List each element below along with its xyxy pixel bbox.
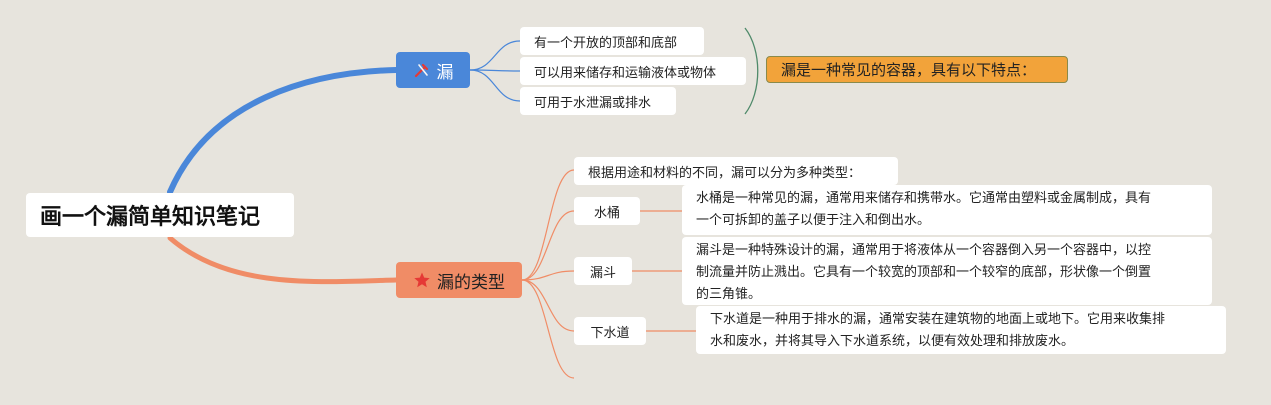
link-root-branch2 — [167, 235, 399, 285]
link-root-branch1 — [167, 67, 399, 195]
branch-title: 漏 — [436, 62, 454, 83]
branch-node-types[interactable]: 漏的类型 — [396, 262, 522, 298]
type-label: 漏斗 — [589, 265, 616, 281]
tools-icon — [414, 63, 428, 78]
type-label: 水桶 — [593, 205, 620, 221]
branch2-child-links — [521, 169, 696, 379]
intro-label: 根据用途和材料的不同，漏可以分为多种类型： — [588, 165, 862, 181]
branch1-leaf-links — [469, 40, 521, 102]
type-label: 下水道 — [590, 325, 630, 341]
leaf-label: 可用于水泄漏或排水 — [534, 95, 652, 111]
desc-line: 下水道是一种用于排水的漏，通常安装在建筑物的地面上或地下。它用来收集排 — [710, 312, 1166, 327]
branch-node-lou[interactable]: 漏 — [396, 52, 470, 88]
root-title: 画一个漏简单知识笔记 — [40, 205, 261, 230]
summary-bracket — [744, 27, 759, 115]
desc-line: 水桶是一种常见的漏，通常用来储存和携带水。它通常由塑料或金属制成，具有 — [696, 191, 1152, 206]
type-node-funnel[interactable]: 漏斗 — [574, 257, 632, 285]
summary-label: 漏是一种常见的容器，具有以下特点： — [781, 61, 1037, 79]
leaf-label: 有一个开放的顶部和底部 — [534, 35, 678, 51]
branch-title: 漏的类型 — [437, 272, 505, 293]
type-desc-sewer[interactable]: 下水道是一种用于排水的漏，通常安装在建筑物的地面上或地下。它用来收集排 水和废水… — [696, 306, 1226, 354]
desc-line: 一个可拆卸的盖子以便于注入和倒出水。 — [696, 213, 931, 228]
type-node-bucket[interactable]: 水桶 — [574, 197, 640, 225]
star-icon — [414, 272, 430, 288]
type-node-sewer[interactable]: 下水道 — [574, 317, 646, 345]
desc-line: 水和废水，并将其导入下水道系统，以便有效处理和排放废水。 — [710, 334, 1075, 349]
desc-line: 制流量并防止溅出。它具有一个较宽的顶部和一个较窄的底部，形状像一个倒置 — [696, 265, 1152, 280]
types-intro[interactable]: 根据用途和材料的不同，漏可以分为多种类型： — [574, 157, 898, 185]
leaf-item[interactable]: 可以用来储存和运输液体或物体 — [520, 57, 746, 85]
root-node[interactable]: 画一个漏简单知识笔记 — [26, 193, 294, 237]
leaf-label: 可以用来储存和运输液体或物体 — [534, 65, 717, 81]
type-desc-funnel[interactable]: 漏斗是一种特殊设计的漏，通常用于将液体从一个容器倒入另一个容器中，以控 制流量并… — [682, 237, 1212, 305]
leaf-item[interactable]: 可用于水泄漏或排水 — [520, 87, 676, 115]
leaf-item[interactable]: 有一个开放的顶部和底部 — [520, 27, 704, 55]
desc-line: 漏斗是一种特殊设计的漏，通常用于将液体从一个容器倒入另一个容器中，以控 — [696, 243, 1152, 258]
type-desc-bucket[interactable]: 水桶是一种常见的漏，通常用来储存和携带水。它通常由塑料或金属制成，具有 一个可拆… — [682, 185, 1212, 235]
desc-line: 的三角锥。 — [696, 287, 762, 302]
summary-node[interactable]: 漏是一种常见的容器，具有以下特点： — [766, 56, 1068, 83]
